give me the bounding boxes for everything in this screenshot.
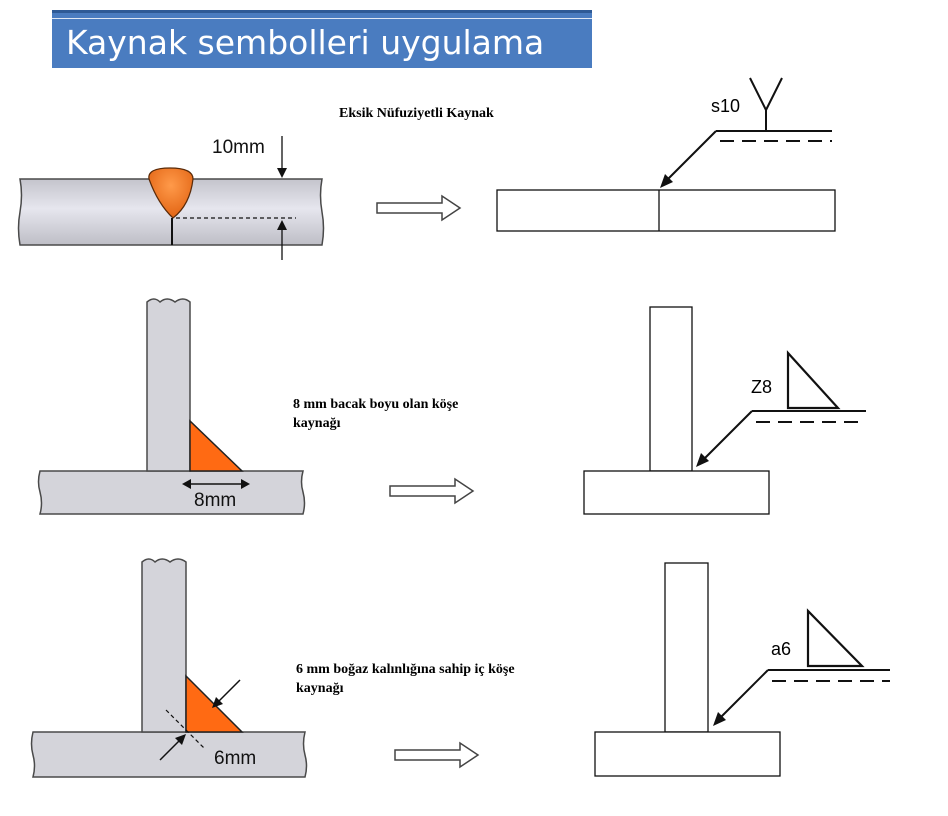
symbol-base-3	[594, 731, 781, 777]
symbol-web-2	[649, 306, 693, 472]
leader-line-2	[702, 410, 753, 461]
caption-partial-penetration: Eksik Nüfuziyetli Kaynak	[339, 106, 494, 121]
throat-arrow-upper	[217, 679, 241, 703]
caption-fillet-leg: 8 mm bacak boyu olan köşe kaynağı	[293, 395, 458, 433]
butt-weld-bead	[148, 167, 194, 219]
caption-fillet-throat: 6 mm boğaz kalınlığına sahip iç köşe kay…	[296, 660, 515, 698]
caption-fillet-leg-line2: kaynağı	[293, 416, 341, 431]
fillet-throat-symbol-drawing: a6	[594, 562, 890, 777]
dimension-label-6mm: 6mm	[214, 748, 256, 769]
web-plate-3	[141, 558, 187, 733]
base-plate-2	[37, 470, 306, 515]
leader-line	[665, 130, 717, 182]
leg-arrowhead-left	[182, 479, 191, 489]
symbol-label-z8: Z8	[751, 377, 772, 397]
dimension-label-8mm: 8mm	[194, 490, 236, 511]
fillet-throat-illustration: 6mm	[30, 558, 308, 778]
fillet-symbol-3	[806, 608, 865, 668]
convert-arrow-2	[389, 477, 475, 505]
caption-fillet-leg-line1: 8 mm bacak boyu olan köşe	[293, 397, 459, 412]
dimension-label-10mm: 10mm	[212, 137, 265, 158]
v-groove-symbol	[749, 77, 783, 131]
leader-arrowhead	[660, 174, 673, 188]
page-title: Kaynak sembolleri uygulama	[66, 23, 545, 62]
leader-line-3	[719, 669, 769, 719]
leader-arrowhead-2	[696, 453, 709, 467]
convert-arrow-1	[376, 194, 462, 222]
caption-fillet-throat-line1: 6 mm boğaz kalınlığına sahip iç köşe	[296, 662, 515, 677]
symbol-label-s10: s10	[711, 96, 740, 116]
symbol-web-3	[664, 562, 709, 733]
fillet-weld-2	[189, 419, 244, 472]
throat-center-line	[165, 709, 206, 750]
butt-weld-illustration: 10mm	[17, 136, 325, 260]
title-banner: Kaynak sembolleri uygulama	[52, 10, 592, 68]
dimension-arrowhead-top	[277, 168, 287, 178]
base-plate-3	[30, 731, 308, 778]
symbol-label-a6: a6	[771, 639, 791, 659]
convert-arrow-3	[394, 741, 480, 769]
fillet-symbol-2	[786, 350, 841, 410]
caption-fillet-throat-line2: kaynağı	[296, 681, 344, 696]
dimension-arrowhead-bottom	[277, 220, 287, 230]
butt-weld-symbol-drawing: s10	[496, 77, 836, 232]
leader-arrowhead-3	[713, 712, 726, 726]
fillet-leg-symbol-drawing: Z8	[583, 306, 866, 515]
leg-arrowhead-right	[241, 479, 250, 489]
symbol-plate	[496, 189, 836, 232]
throat-arrowhead-lower	[175, 734, 186, 745]
throat-arrow-lower	[159, 739, 181, 761]
fillet-leg-illustration: 8mm	[37, 298, 306, 515]
symbol-base-2	[583, 470, 770, 515]
throat-arrowhead-upper	[212, 697, 223, 708]
web-plate-2	[146, 298, 191, 472]
